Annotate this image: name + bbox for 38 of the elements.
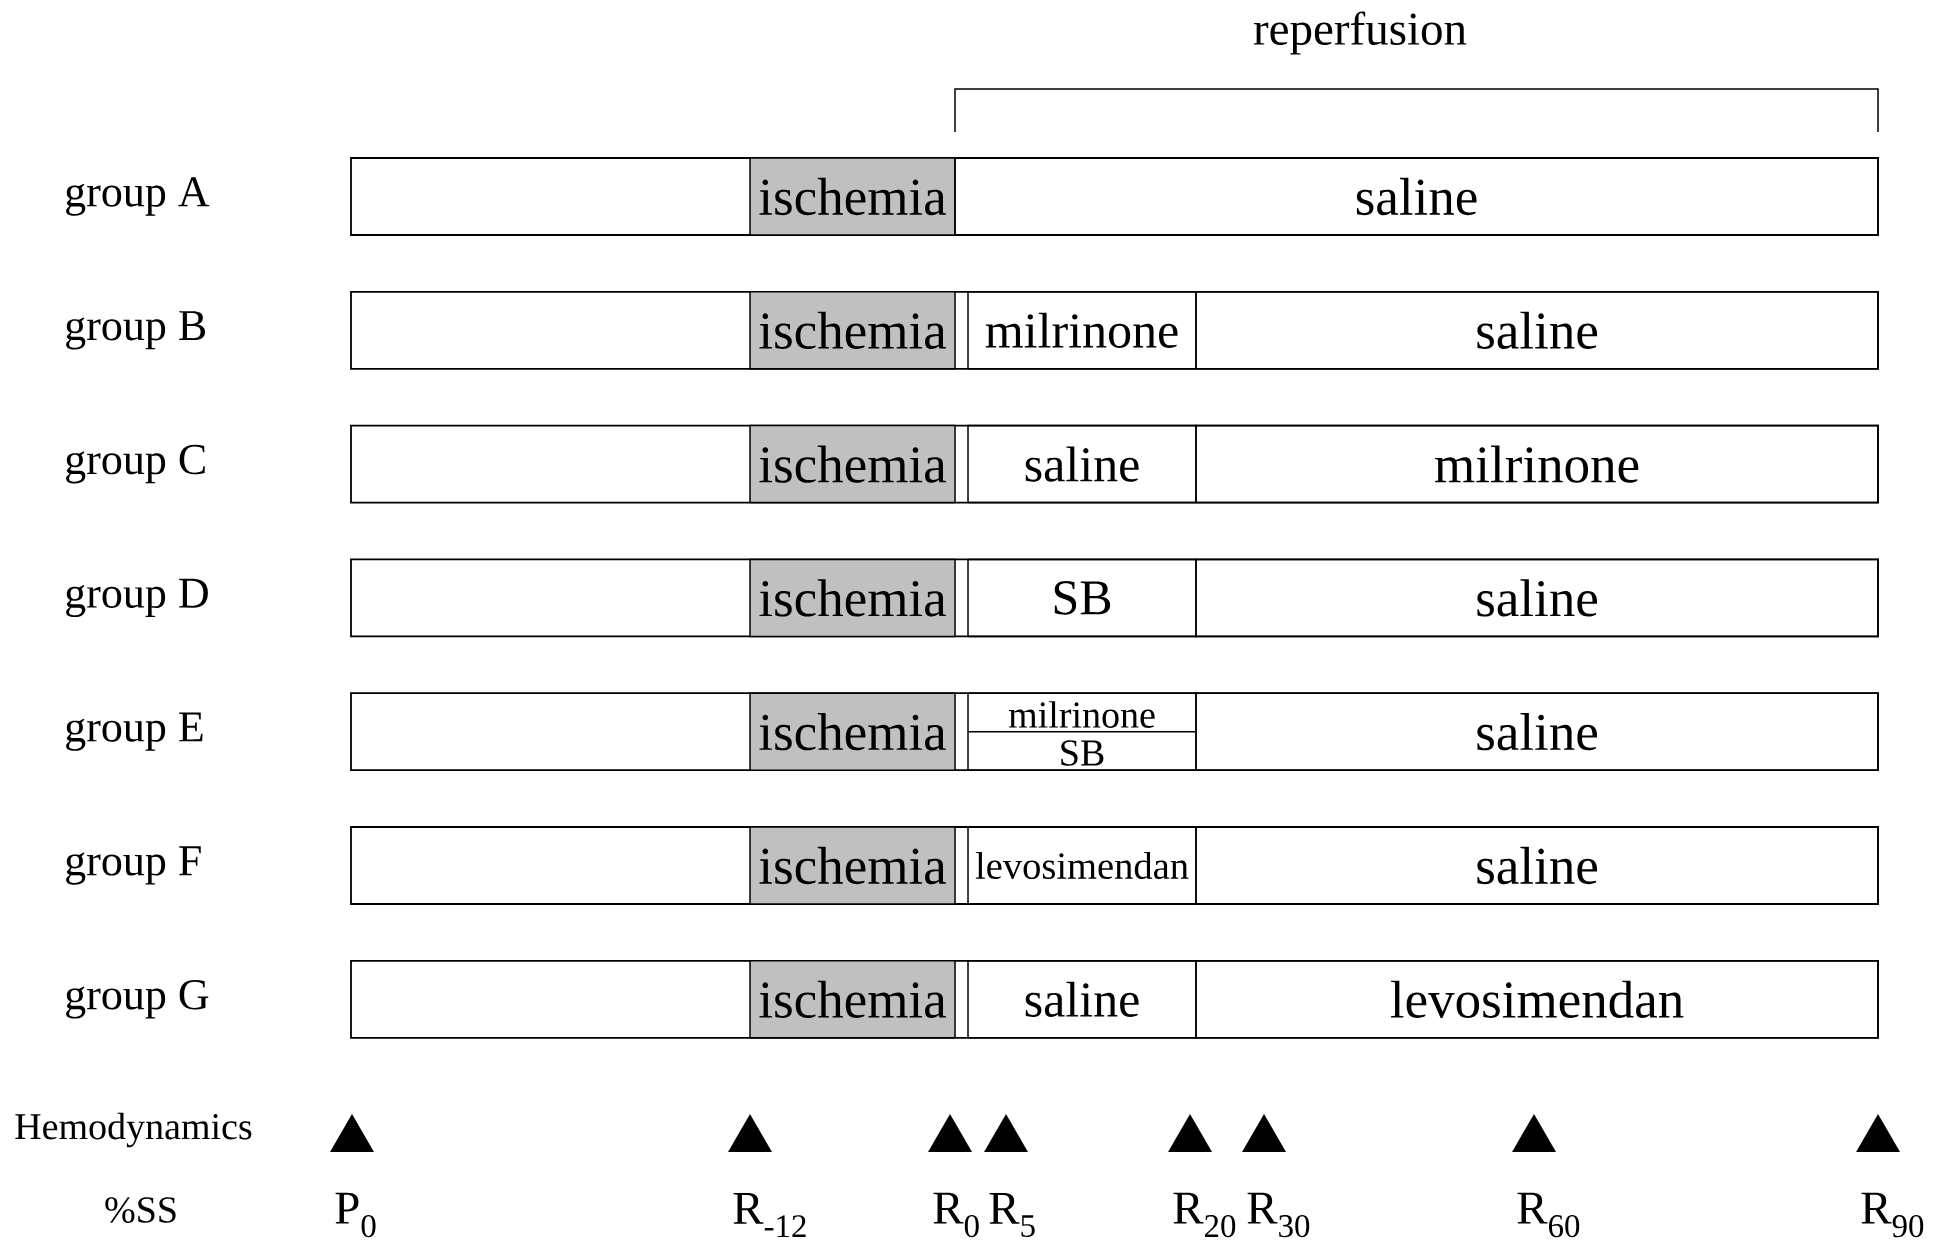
- treatment-cell: milrinone: [967, 291, 1197, 370]
- group-label: group G: [66, 980, 209, 1019]
- row-label: %SS: [105, 1197, 176, 1223]
- treatment-cell: saline: [1195, 692, 1879, 771]
- time-point-label: R$_{20}$: [1173, 1192, 1236, 1238]
- time-point-label: R$_{90}$: [1861, 1192, 1924, 1238]
- section-label: reperfusion: [1253, 11, 1467, 55]
- treatment-cell: SB: [967, 558, 1197, 638]
- group-label: group A: [66, 177, 210, 216]
- time-point-label: P$_{0}$: [335, 1192, 376, 1238]
- ischemia-cell: ischemia: [749, 157, 956, 236]
- treatment-cell: levosimendan: [967, 826, 1197, 905]
- group-label: group C: [66, 444, 205, 484]
- ischemia-cell: ischemia: [749, 960, 956, 1039]
- row-label: Hemodynamics: [15, 1112, 252, 1148]
- treatment-cell: saline: [1195, 558, 1879, 638]
- ischemia-cell: ischemia: [749, 291, 956, 370]
- ischemia-cell: ischemia: [749, 826, 956, 905]
- time-point-label: R$_{-12}$: [733, 1193, 806, 1237]
- time-point-label: R$_{30}$: [1247, 1192, 1310, 1238]
- time-point-label: R$_{60}$: [1517, 1192, 1580, 1238]
- treatment-cell: milrinone SB: [967, 692, 1197, 771]
- ischemia-cell: ischemia: [749, 558, 956, 638]
- group-label: group E: [66, 712, 203, 751]
- ischemia-cell: ischemia: [749, 692, 956, 771]
- treatment-cell: saline: [967, 960, 1197, 1039]
- group-label: group F: [66, 846, 201, 885]
- treatment-cell: levosimendan: [1195, 960, 1879, 1039]
- treatment-cell: saline: [1195, 291, 1879, 370]
- group-label: group B: [66, 311, 206, 350]
- time-point-label: R$_{5}$: [989, 1193, 1035, 1238]
- group-label: group D: [66, 578, 208, 618]
- treatment-cell: saline: [967, 424, 1197, 504]
- treatment-cell: saline: [954, 157, 1879, 236]
- ischemia-cell: ischemia: [749, 424, 956, 504]
- treatment-cell: milrinone: [1195, 424, 1879, 504]
- time-point-label: R$_{0}$: [933, 1192, 979, 1238]
- treatment-cell: saline: [1195, 826, 1879, 905]
